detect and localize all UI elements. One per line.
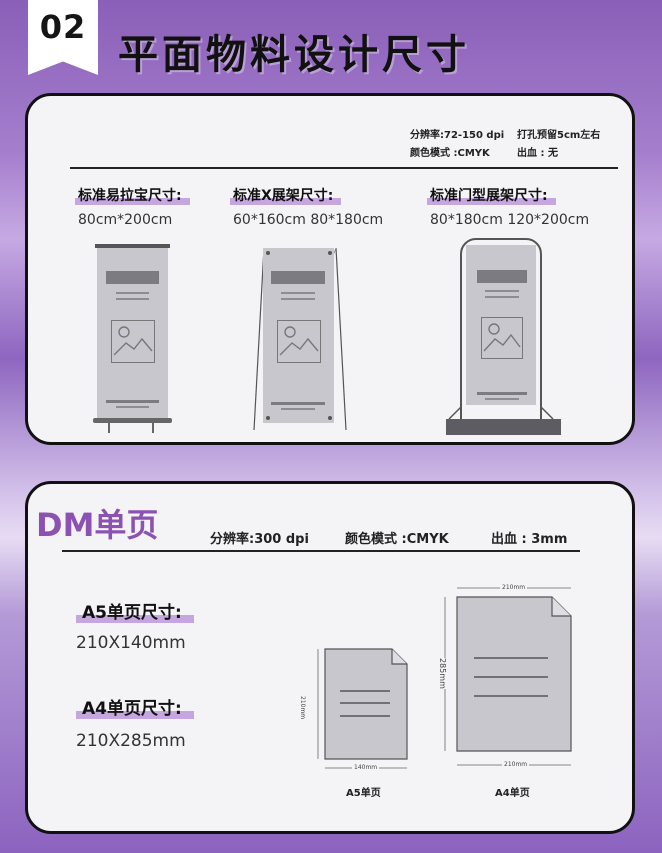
door-stand-label: 标准门型展架尺寸: bbox=[427, 185, 556, 205]
dm-spec-resolution: 分辨率:300 dpi bbox=[210, 532, 309, 547]
section-number-badge: 02 bbox=[28, 0, 98, 75]
a5-width-dim: 140mm bbox=[352, 764, 380, 771]
divider-line bbox=[70, 167, 618, 169]
a4-size: 210X285mm bbox=[76, 731, 186, 751]
dm-spec-color-mode: 颜色模式 :CMYK bbox=[345, 532, 449, 547]
door-stand-size: 80*180cm 120*200cm bbox=[430, 212, 590, 228]
section-number: 02 bbox=[39, 8, 87, 46]
a4-caption: A4单页 bbox=[495, 788, 530, 799]
spec-resolution: 分辨率:72-150 dpi bbox=[410, 130, 505, 141]
image-placeholder-icon bbox=[277, 320, 321, 363]
spec-bleed: 出血 : 无 bbox=[517, 148, 558, 159]
a5-size: 210X140mm bbox=[76, 633, 186, 653]
a4-label: A4单页尺寸: bbox=[76, 694, 194, 719]
spec-hole: 打孔预留5cm左右 bbox=[517, 130, 601, 141]
a5-label: A5单页尺寸: bbox=[76, 598, 194, 623]
a5-height-dim: 210mm bbox=[299, 696, 306, 720]
a5-caption: A5单页 bbox=[346, 788, 381, 799]
a4-height-dim: 285mm bbox=[438, 658, 447, 689]
a4-width-dim-top: 210mm bbox=[500, 584, 528, 591]
rollup-size: 80cm*200cm bbox=[78, 212, 173, 228]
x-stand-size: 60*160cm 80*180cm bbox=[233, 212, 384, 228]
page-title: 平面物料设计尺寸 bbox=[118, 32, 470, 78]
dm-divider-line bbox=[62, 550, 580, 552]
image-placeholder-icon bbox=[481, 317, 523, 359]
dm-spec-bleed: 出血 : 3mm bbox=[491, 532, 568, 547]
spec-color-mode: 颜色模式 :CMYK bbox=[410, 148, 490, 159]
a4-width-dim-bottom: 210mm bbox=[502, 761, 530, 768]
image-placeholder-icon bbox=[111, 320, 155, 363]
dm-title: DM单页 bbox=[36, 506, 159, 544]
x-stand-label: 标准X展架尺寸: bbox=[230, 185, 342, 205]
rollup-label: 标准易拉宝尺寸: bbox=[75, 185, 190, 205]
